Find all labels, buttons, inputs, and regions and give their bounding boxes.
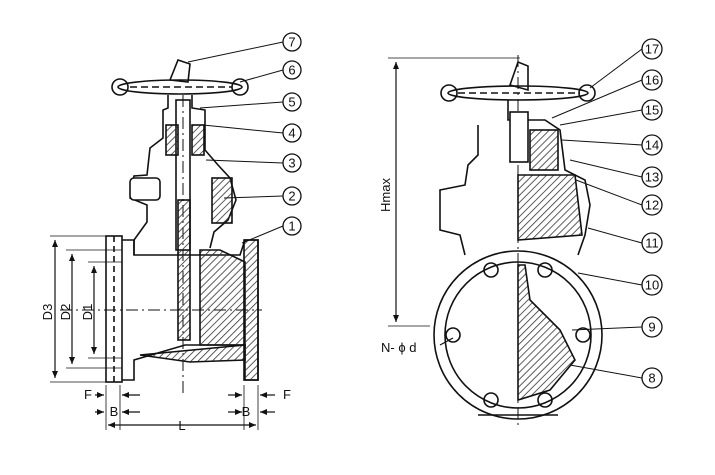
callout-8: 8 (641, 367, 663, 389)
svg-text:4: 4 (288, 126, 295, 141)
right-dimensions (388, 57, 520, 346)
svg-text:9: 9 (648, 320, 655, 335)
svg-text:8: 8 (648, 371, 655, 386)
label-d2: D2 (58, 304, 73, 321)
svg-text:13: 13 (645, 170, 659, 185)
label-d1: D1 (80, 304, 95, 321)
callout-14: 14 (641, 134, 663, 156)
callout-4: 4 (282, 123, 302, 143)
svg-text:6: 6 (288, 63, 295, 78)
callout-15: 15 (641, 99, 663, 121)
callouts: 1 2 3 4 5 6 7 8 9 10 11 12 13 14 15 16 1… (282, 32, 663, 389)
svg-text:1: 1 (288, 219, 295, 234)
svg-text:11: 11 (645, 236, 659, 251)
callout-9: 9 (641, 316, 663, 338)
label-b-left: B (110, 404, 119, 419)
label-d3: D3 (40, 304, 55, 321)
callout-3: 3 (282, 153, 302, 173)
svg-text:10: 10 (645, 278, 659, 293)
callout-2: 2 (282, 186, 302, 206)
callout-leaders (187, 41, 643, 379)
label-f-right: F (283, 387, 291, 402)
svg-text:16: 16 (645, 73, 659, 88)
callout-10: 10 (641, 274, 663, 296)
right-front-view (433, 55, 603, 425)
svg-text:12: 12 (645, 198, 659, 213)
callout-6: 6 (282, 60, 302, 80)
label-f-left: F (84, 387, 92, 402)
callout-7: 7 (282, 32, 302, 52)
callout-5: 5 (282, 92, 302, 112)
callout-11: 11 (641, 232, 663, 254)
svg-text:17: 17 (645, 42, 659, 57)
svg-text:14: 14 (645, 138, 659, 153)
svg-text:7: 7 (288, 35, 295, 50)
left-section-view (60, 59, 262, 395)
callout-12: 12 (641, 194, 663, 216)
left-dimension-labels: D3 D2 D1 F B B F L (40, 304, 291, 433)
label-b-right: B (242, 404, 251, 419)
svg-text:15: 15 (645, 103, 659, 118)
svg-text:5: 5 (288, 95, 295, 110)
callout-13: 13 (641, 166, 663, 188)
svg-text:3: 3 (288, 156, 295, 171)
callout-17: 17 (641, 38, 663, 60)
label-hmax: Hmax (378, 178, 393, 212)
callout-16: 16 (641, 69, 663, 91)
callout-1: 1 (282, 216, 302, 236)
svg-text:2: 2 (288, 189, 295, 204)
handwheel-left (111, 59, 249, 96)
left-dimensions (50, 235, 275, 430)
label-l: L (178, 418, 185, 433)
label-bolts: N- ϕ d (381, 340, 416, 355)
